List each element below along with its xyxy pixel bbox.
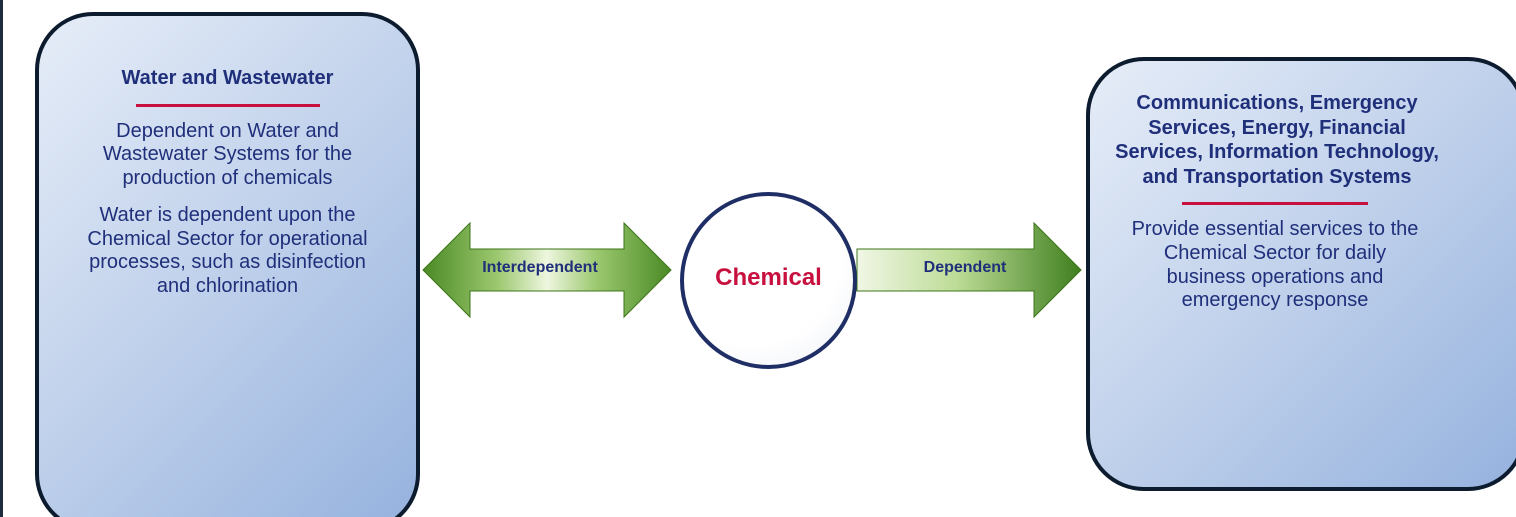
dependent-arrow (856, 221, 1082, 319)
dependent-label: Dependent (923, 259, 1007, 276)
title-divider (135, 103, 320, 107)
water-interdependency-text: Water is dependent upon the Chemical Sec… (87, 203, 368, 298)
water-wastewater-box: Water and Wastewater Dependent on Water … (35, 12, 420, 517)
chemical-label: Chemical (715, 263, 822, 291)
title-divider (1182, 202, 1368, 205)
interdependent-label: Interdependent (482, 259, 598, 276)
dependent-sectors-box: Communications, Emergency Services, Ener… (1086, 57, 1516, 491)
interdependent-arrow (422, 221, 672, 319)
chemical-circle: Chemical (680, 192, 857, 369)
dependent-sectors-title: Communications, Emergency Services, Ener… (1115, 92, 1439, 188)
sectors-services-text: Provide essential services to the Chemic… (1131, 218, 1419, 312)
water-wastewater-title: Water and Wastewater (121, 67, 334, 89)
left-edge-line (0, 0, 3, 517)
water-dependency-text: Dependent on Water and Wastewater System… (102, 119, 353, 190)
